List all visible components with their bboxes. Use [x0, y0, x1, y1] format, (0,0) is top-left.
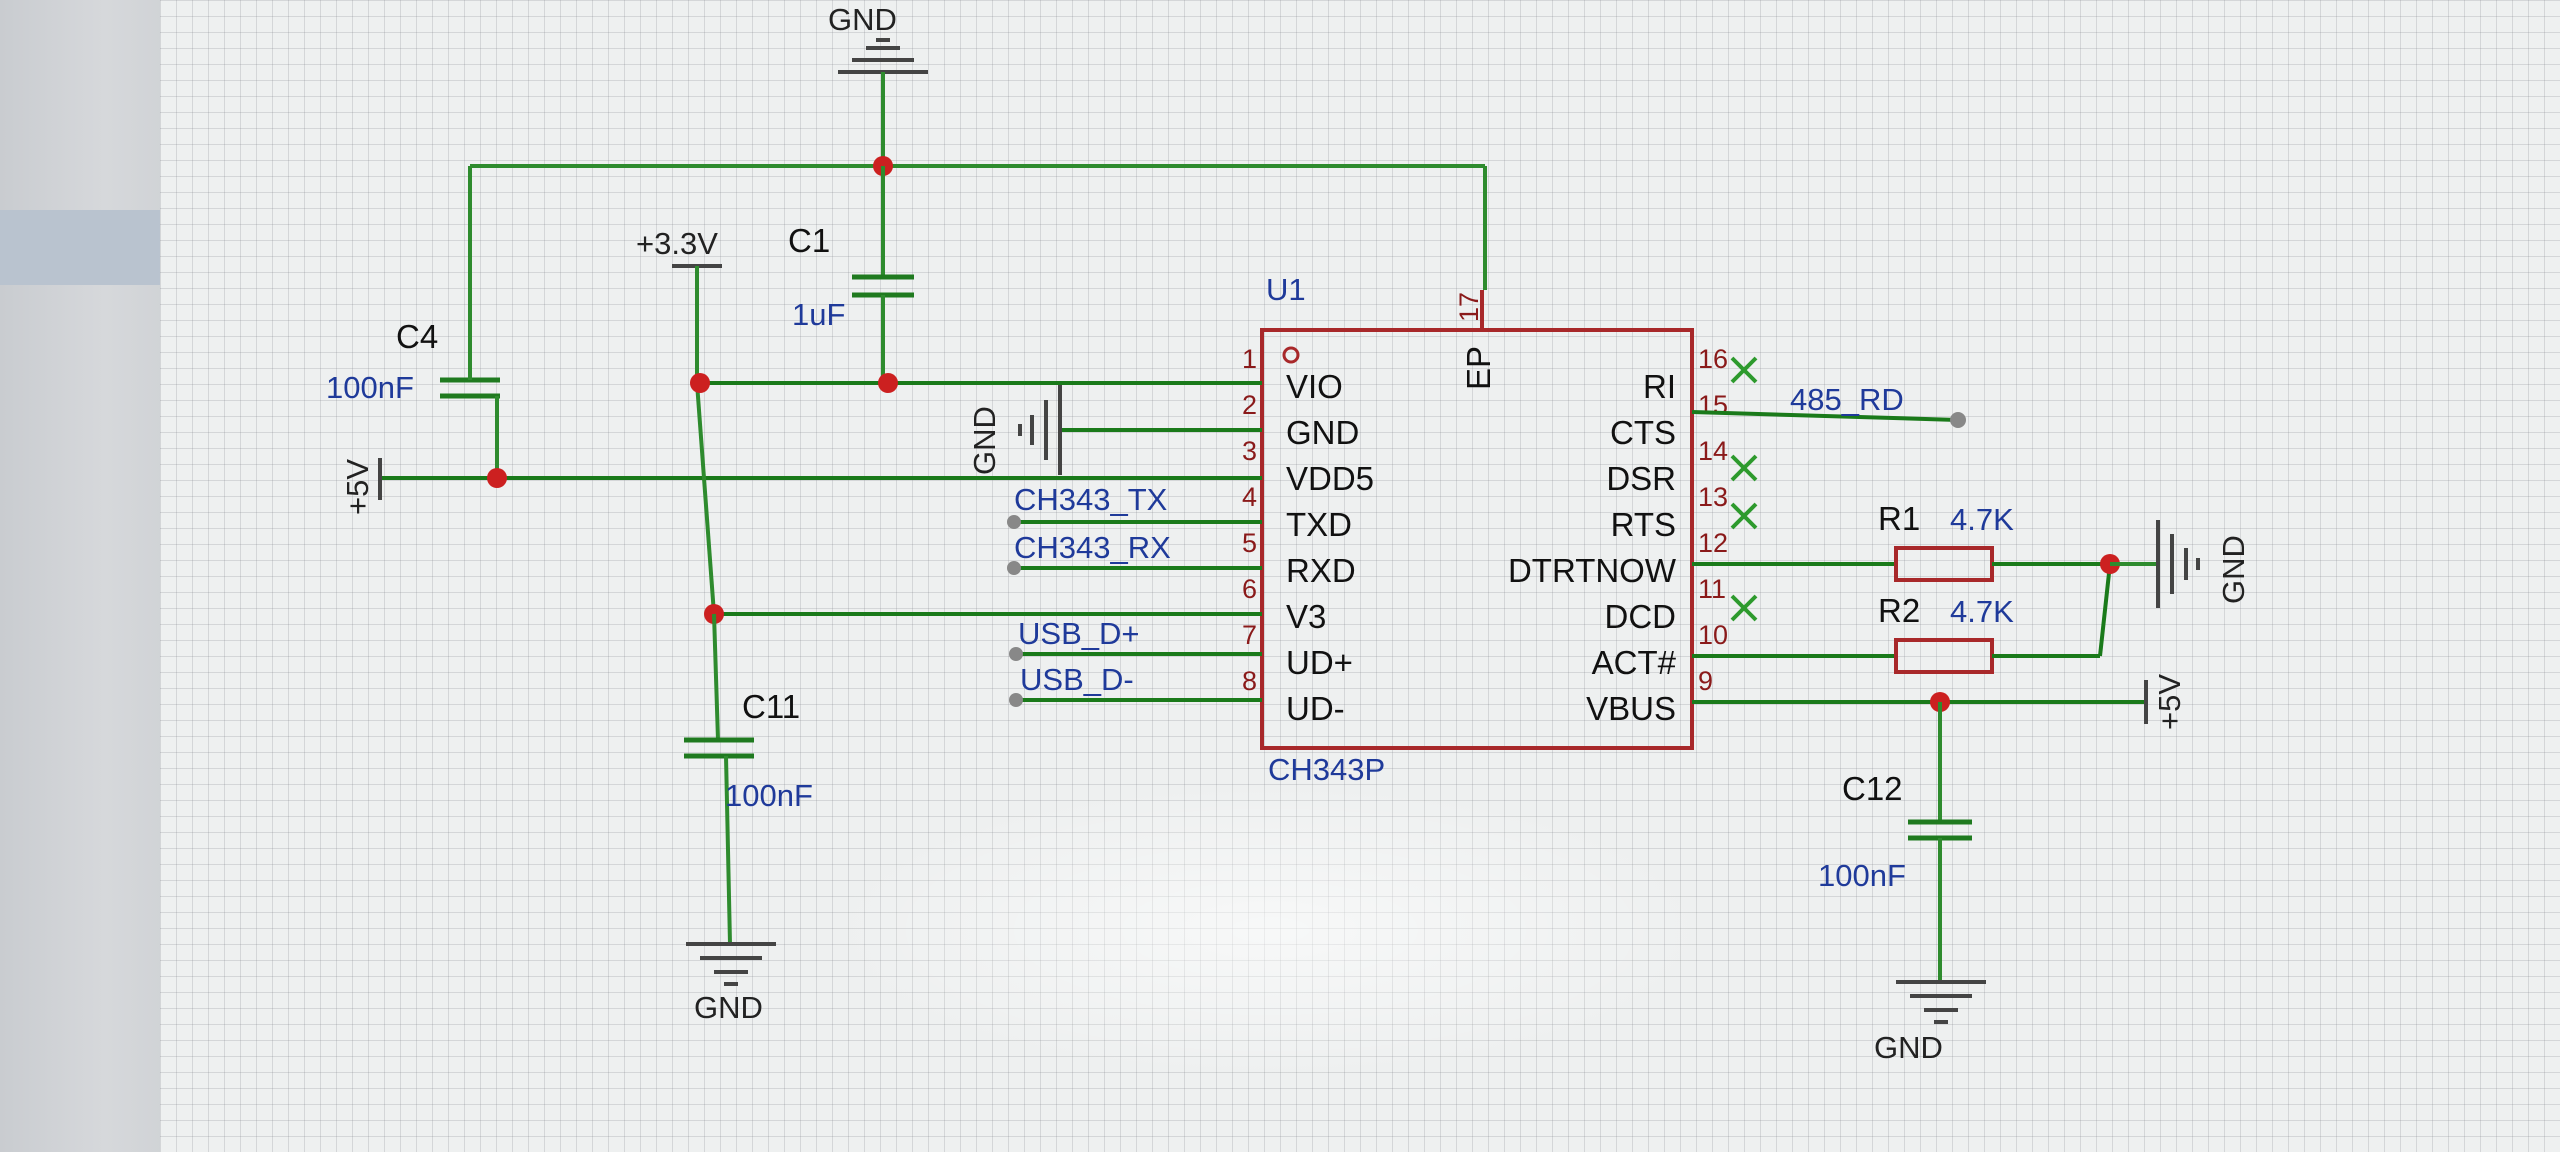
net-ch343-rx: CH343_RX [1014, 530, 1171, 565]
pin-name-udm: UD- [1286, 690, 1345, 727]
gnd-symbol-right: GND [2100, 520, 2251, 608]
net-labels-left: CH343_TX CH343_RX USB_D+ USB_D- [1007, 482, 1171, 707]
pin-name-vdd5: VDD5 [1286, 460, 1374, 497]
pin-name-act: ACT# [1592, 644, 1677, 681]
u1-ref: U1 [1266, 272, 1306, 307]
c1-ref: C1 [788, 222, 830, 259]
c1-value: 1uF [792, 297, 845, 332]
monitor-bezel [0, 0, 175, 1152]
junction-c1 [878, 373, 898, 393]
r2-resistor[interactable]: R2 4.7K [1878, 563, 2112, 674]
v5-left-label: +5V [340, 459, 375, 515]
pin-name-rxd: RXD [1286, 552, 1356, 589]
gnd-symbol-pin2: GND [967, 385, 1062, 475]
pin-num-7: 7 [1242, 620, 1257, 650]
pin-num-5: 5 [1242, 528, 1257, 558]
c11-value: 100nF [725, 778, 813, 813]
gnd-label-right: GND [2216, 535, 2251, 604]
c11-ref: C11 [742, 688, 800, 725]
r1-ref: R1 [1878, 500, 1920, 537]
net-usb-dp: USB_D+ [1018, 616, 1139, 651]
junction-v33 [690, 373, 710, 393]
u1-part: CH343P [1268, 752, 1385, 787]
pin-name-v3: V3 [1286, 598, 1326, 635]
pin-num-10: 10 [1698, 620, 1728, 650]
r1-value: 4.7K [1950, 502, 2014, 537]
c12-capacitor[interactable]: C12 100nF [1818, 702, 1972, 980]
net-end-udp [1009, 647, 1023, 661]
v33-rail: +3.3V [636, 226, 724, 741]
pin-name-vio: VIO [1286, 368, 1343, 405]
gnd-symbol-c12: GND [1874, 980, 1986, 1065]
ep-label: EP [1460, 346, 1497, 390]
pin-name-dsr: DSR [1606, 460, 1676, 497]
pin-num-16: 16 [1698, 344, 1728, 374]
pin-name-udp: UD+ [1286, 644, 1353, 681]
wire-pin15 [1691, 410, 1959, 422]
pin-num-3: 3 [1242, 436, 1257, 466]
c4-value: 100nF [326, 370, 414, 405]
c1-capacitor[interactable]: C1 1uF [788, 166, 914, 393]
c11-capacitor[interactable]: C11 100nF [684, 688, 813, 945]
gnd-label-pin2: GND [967, 406, 1002, 475]
net-usb-dm: USB_D- [1020, 662, 1134, 697]
left-pin-wires [380, 381, 1262, 702]
pin-name-rts: RTS [1611, 506, 1676, 543]
net-end-485rd [1950, 412, 1966, 428]
net-end-rx [1007, 561, 1021, 575]
net-485-rd: 485_RD [1790, 382, 1904, 417]
pin-name-vbus: VBUS [1586, 690, 1676, 727]
c12-ref: C12 [1842, 770, 1903, 807]
c12-value: 100nF [1818, 858, 1906, 893]
net-end-tx [1007, 515, 1021, 529]
c4-ref: C4 [396, 318, 438, 355]
pin-name-dtrtnow: DTRTNOW [1508, 552, 1677, 589]
v33-label: +3.3V [636, 226, 718, 261]
net-end-udm [1009, 693, 1023, 707]
gnd-symbol-c11: GND [686, 942, 776, 1025]
gnd-label-top: GND [828, 2, 897, 37]
pin-name-gnd: GND [1286, 414, 1359, 451]
v5-left-symbol: +5V [340, 458, 507, 515]
u1-right-pins: RI CTS DSR RTS DTRTNOW DCD ACT# VBUS 16 … [1508, 344, 1728, 727]
pin-name-cts: CTS [1610, 414, 1676, 451]
pin-num-2: 2 [1242, 390, 1257, 420]
right-pin-wires: 485_RD [1691, 382, 2146, 704]
v5-right-label: +5V [2152, 674, 2187, 730]
pin-name-ri: RI [1643, 368, 1676, 405]
gnd-label-c12: GND [1874, 1030, 1943, 1065]
pin-num-12: 12 [1698, 528, 1728, 558]
junction-v5 [487, 468, 507, 488]
pin-num-4: 4 [1242, 482, 1257, 512]
pin-num-1: 1 [1242, 344, 1257, 374]
pin-num-14: 14 [1698, 436, 1728, 466]
net-ch343-tx: CH343_TX [1014, 482, 1168, 517]
u1-chip[interactable]: U1 CH343P EP 17 [1260, 272, 1694, 787]
pin-num-15: 15 [1698, 390, 1728, 420]
pin-num-6: 6 [1242, 574, 1257, 604]
c4-capacitor[interactable]: C4 100nF [326, 318, 500, 478]
r2-ref: R2 [1878, 592, 1920, 629]
screen-glare [820, 780, 1720, 1080]
pin-num-8: 8 [1242, 666, 1257, 696]
r1-resistor[interactable]: R1 4.7K [1878, 500, 2110, 582]
pin1-marker [1282, 346, 1300, 364]
pin-num-11: 11 [1698, 574, 1726, 604]
no-connect-markers [1730, 356, 1758, 622]
gnd-label-c11: GND [694, 990, 763, 1025]
top-gnd-network: GND [468, 2, 1487, 380]
ep-pin-number: 17 [1454, 292, 1484, 322]
u1-body [1260, 328, 1694, 750]
pin-num-9: 9 [1698, 666, 1713, 696]
r2-body [1894, 638, 1994, 674]
pin-num-13: 13 [1698, 482, 1728, 512]
u1-left-pins: VIO GND VDD5 TXD RXD V3 UD+ UD- 1 2 3 4 … [1242, 344, 1374, 727]
r2-value: 4.7K [1950, 594, 2014, 629]
pin-name-txd: TXD [1286, 506, 1352, 543]
r1-body [1894, 546, 1994, 582]
pin-name-dcd: DCD [1605, 598, 1677, 635]
bezel-reflection [0, 210, 175, 285]
